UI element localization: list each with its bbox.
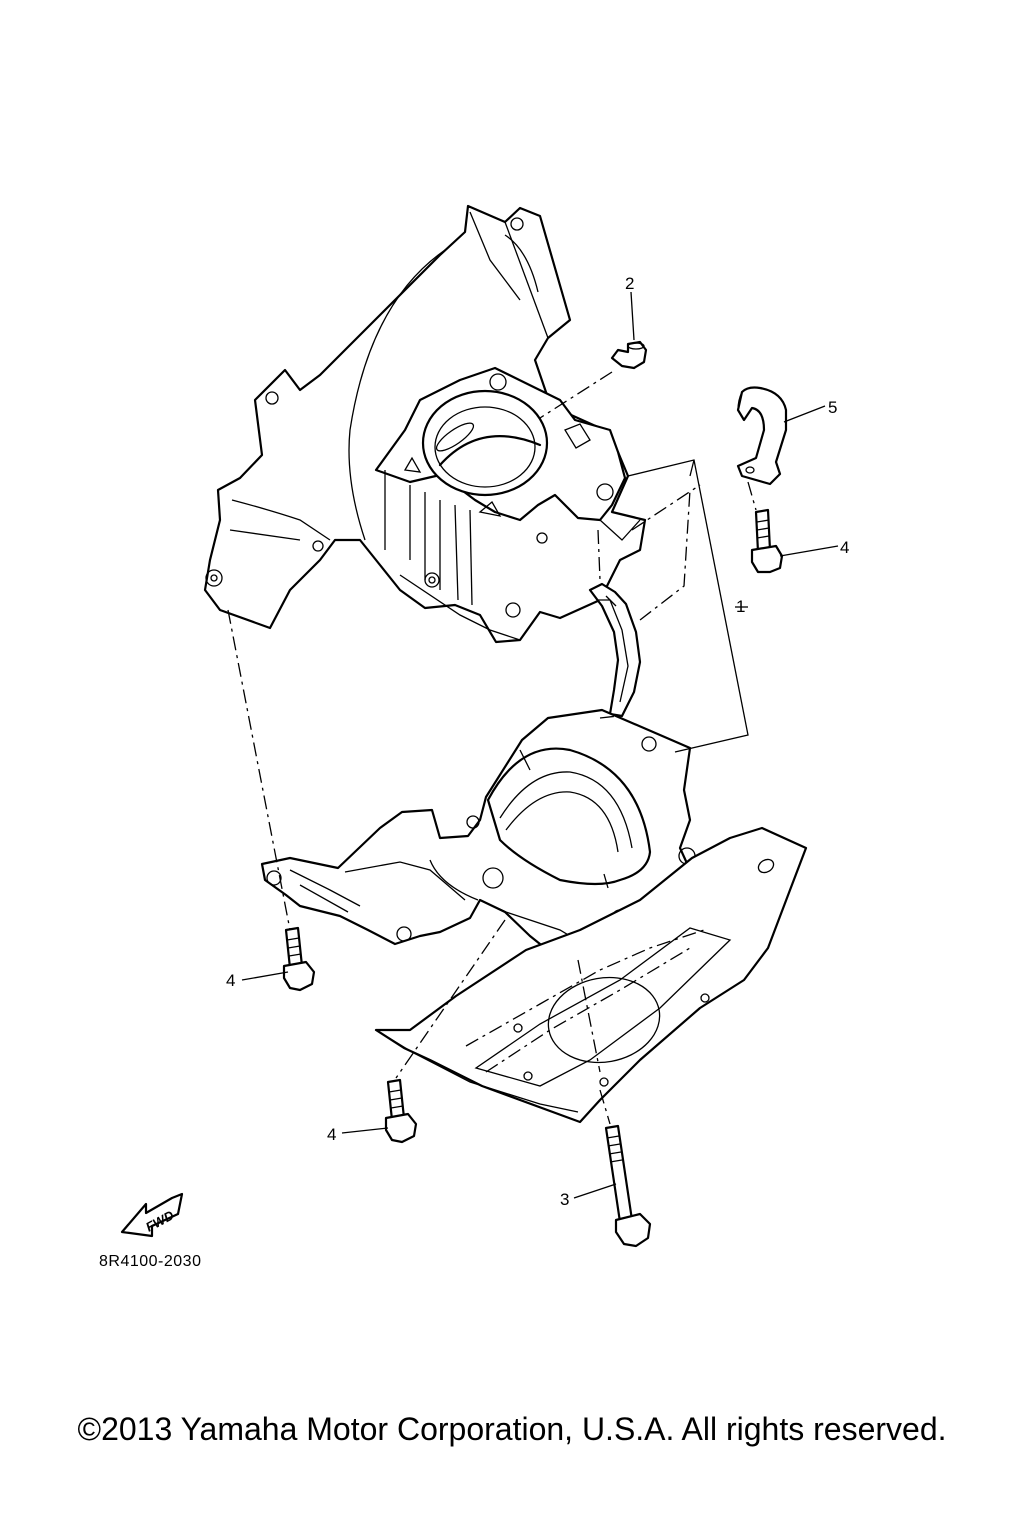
assembly-lines [227,484,701,1125]
leader-lines [241,291,839,1199]
fwd-arrow-icon: FWD [120,1192,184,1238]
callout-4-left: 4 [226,971,235,990]
callout-3: 3 [560,1190,569,1209]
long-bolt [604,1124,652,1248]
lower-crankcase [260,708,696,964]
copyright-notice: ©2013 Yamaha Motor Corporation, U.S.A. A… [77,1411,947,1447]
clamp [736,386,788,486]
upper-crankcase [203,204,647,644]
diagram-code: 8R4100-2030 [99,1253,202,1270]
callout-5: 5 [828,398,837,417]
bolt-right [750,508,784,574]
plug [610,340,648,370]
bolt-left [282,926,316,992]
clamp-axis-line [747,481,757,511]
callout-4-lower: 4 [327,1125,336,1144]
bolt-lower [384,1078,418,1144]
seal-strip [588,582,642,718]
skid-plate [374,826,808,1124]
callout-labels: 2 5 4 1 4 4 3 [226,274,849,1209]
callout-1: 1 [736,597,745,616]
callout-4-right: 4 [840,538,849,557]
callout-2: 2 [625,274,634,293]
